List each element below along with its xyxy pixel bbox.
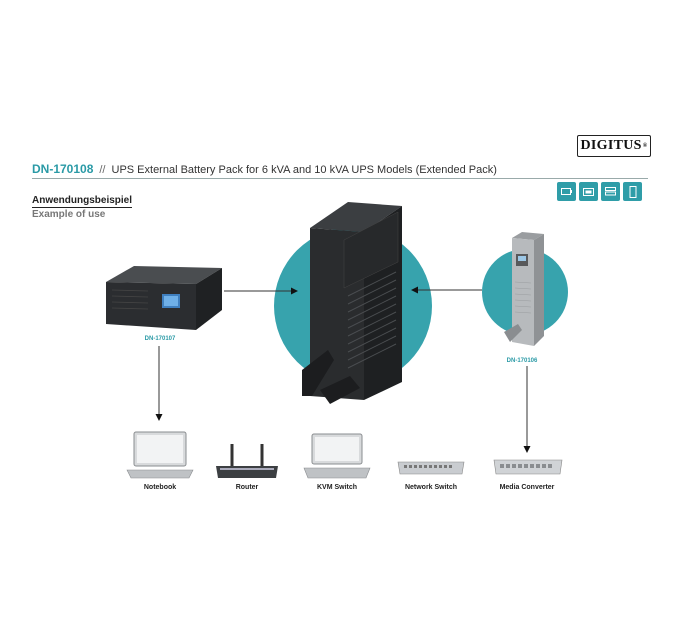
media-converter-label: Media Converter <box>499 484 555 491</box>
kvm-switch-icon <box>303 433 371 479</box>
left-model-label: DN-170107 <box>144 336 176 342</box>
right-model-label: DN-170106 <box>506 358 538 364</box>
digitus-logo: DIGITUS® <box>577 135 651 157</box>
media-converter-icon <box>493 459 563 475</box>
feature-icons <box>557 182 642 201</box>
tower-icon <box>623 182 642 201</box>
kvm-switch-label: KVM Switch <box>316 484 358 491</box>
page-title: DN-170108 // UPS External Battery Pack for… <box>32 162 497 176</box>
router-label: Router <box>235 484 259 491</box>
tower-ups-device <box>504 232 544 346</box>
product-title: UPS External Battery Pack for 6 kVA and … <box>111 164 497 176</box>
product-code: DN-170108 <box>32 162 94 176</box>
logo-mark: ® <box>642 143 648 149</box>
network-switch-icon <box>397 461 465 475</box>
usage-heading-en: Example of use <box>32 209 106 220</box>
network-switch-label: Network Switch <box>404 484 458 491</box>
notebook-label: Notebook <box>143 484 177 491</box>
display-icon <box>579 182 598 201</box>
logo-text: DIGITUS <box>580 138 642 153</box>
title-separator: // <box>99 164 106 176</box>
usage-heading-de: Anwendungsbeispiel <box>32 195 133 208</box>
rack-ups-device <box>106 266 222 330</box>
battery-icon <box>557 182 576 201</box>
rack-icon <box>601 182 620 201</box>
router-icon <box>216 444 278 478</box>
header-divider <box>32 178 648 179</box>
notebook-icon <box>126 431 194 479</box>
battery-pack-tower <box>302 202 402 404</box>
